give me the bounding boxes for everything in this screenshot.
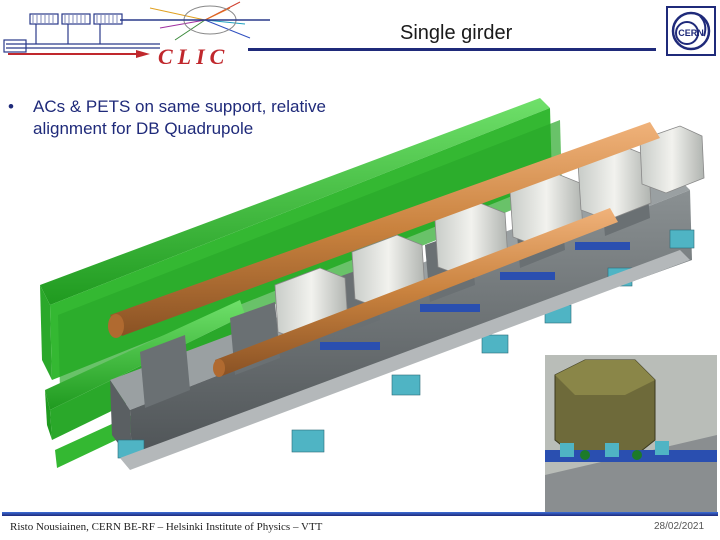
bullet-marker: • (8, 97, 14, 116)
footer-author: Risto Nousiainen, CERN BE-RF – Helsinki … (10, 521, 323, 533)
clic-logo-text: CLIC (158, 44, 229, 69)
bullet-text: ACs & PETS on same support, relative ali… (33, 97, 326, 138)
cern-logo: CERN (666, 6, 716, 56)
clic-logo-graphic: CLIC (3, 1, 270, 69)
bullet-list: • ACs & PETS on same support, relative a… (8, 96, 388, 140)
girder-render (40, 98, 705, 470)
footer-date: 28/02/2021 (654, 521, 705, 532)
slide-title: Single girder (400, 22, 513, 44)
footer-rule (2, 512, 718, 516)
header-rule (248, 48, 656, 51)
inset-render (545, 355, 717, 515)
cern-logo-text: CERN (678, 28, 704, 38)
